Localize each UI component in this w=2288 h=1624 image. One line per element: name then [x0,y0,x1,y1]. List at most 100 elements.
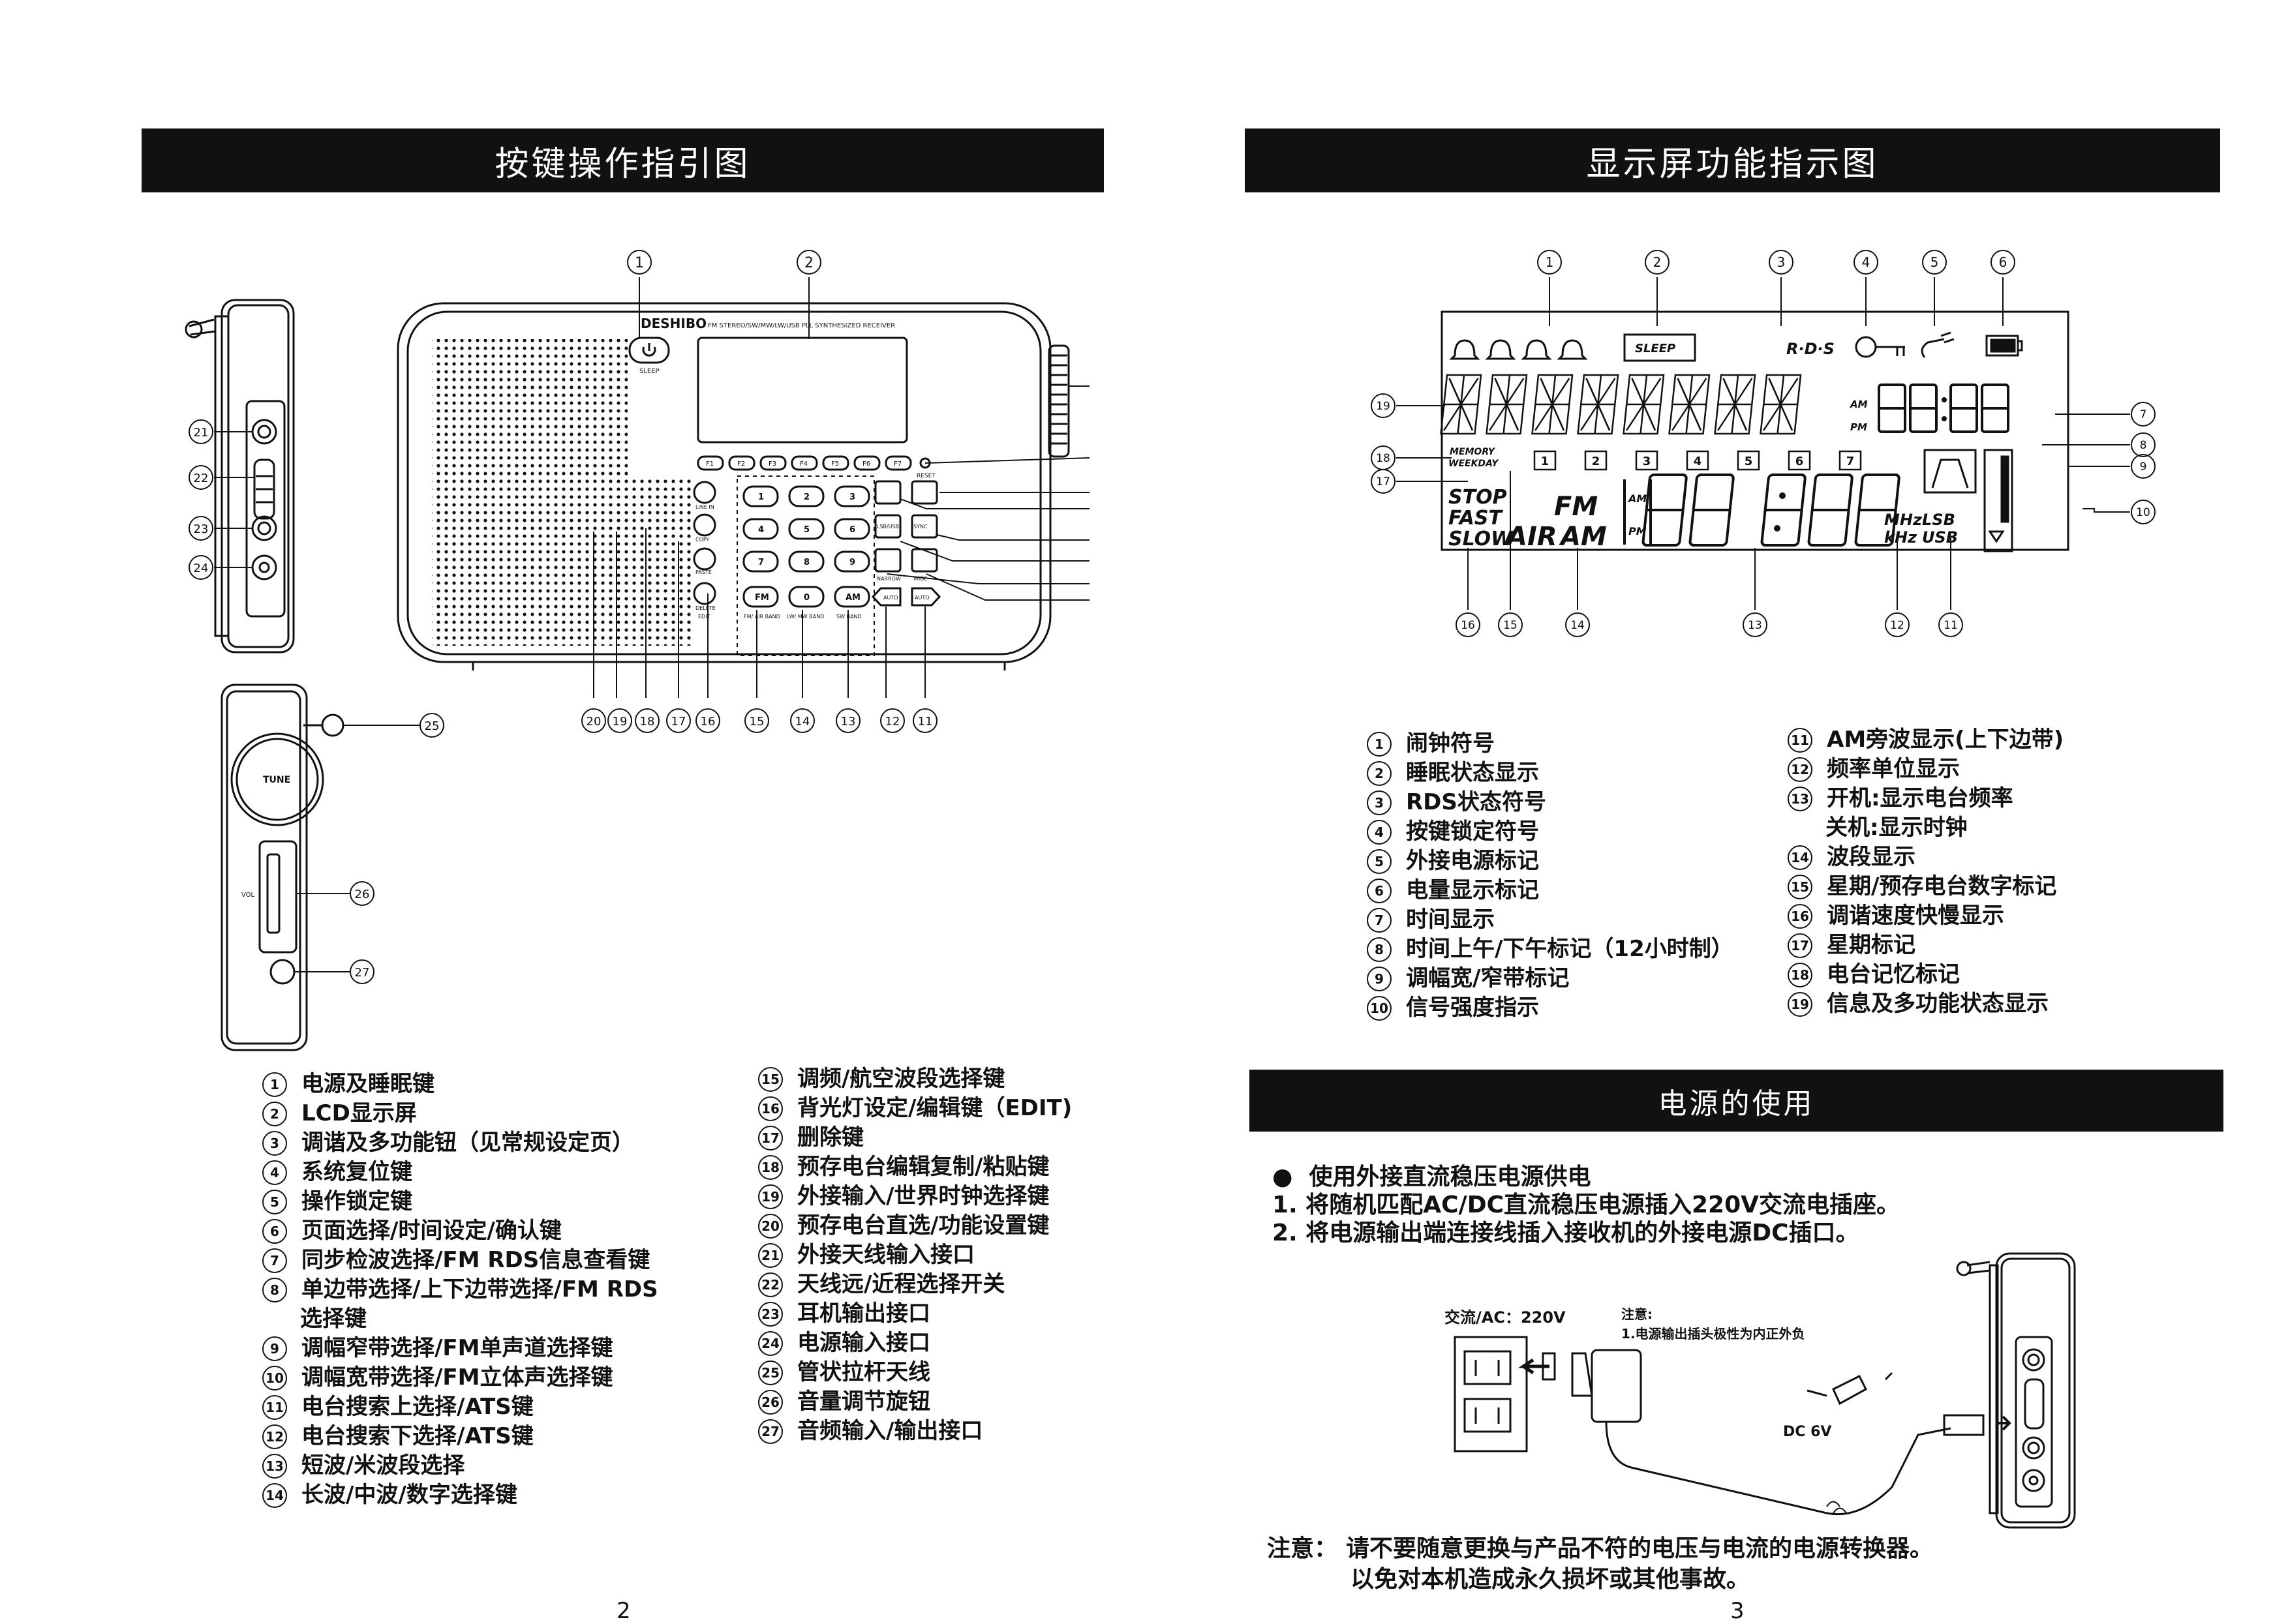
legend-text: 闹钟符号 [1406,730,1495,757]
callout-16-label: 16 [701,715,716,729]
callout-25: 25 [419,713,444,738]
legend-num: 2 [262,1102,287,1126]
week-digit-3: 3 [1643,455,1651,468]
legend-num: 11 [262,1395,287,1420]
dc-plug-arrow-icon [1996,1415,2011,1431]
lcd-callout-11: 11 [1938,612,1963,637]
callout-11-label: 11 [918,715,933,729]
legend-text: 波段显示 [1827,844,1915,870]
callout-lines [593,277,1090,698]
signal-strength-bars [1983,449,2013,552]
lcd-callout-16-label: 16 [1461,619,1475,632]
radio-model-line: FM STEREO/SW/MW/LW/USB PLL SYNTHESIZED R… [708,322,895,329]
legend-text: 电量显示标记 [1406,877,1539,903]
alarm-bell-icons [1449,339,1588,360]
caption-delete: DELETE [695,605,716,611]
number-key-labels: 1 2 3 4 5 6 7 8 9 0 [758,492,855,603]
lcd-callout-12-label: 12 [1890,619,1904,632]
legend-num: 10 [262,1366,287,1391]
legend-num: 14 [1788,845,1812,870]
lcd-sleep-text: SLEEP [1635,342,1675,355]
key-captions: LINE IN COPY PASTE DELETE EDIT FM/ AIR B… [695,504,930,620]
callout-20: 20 [581,708,606,733]
legend-text: 按键锁定符号 [1406,819,1539,845]
caption-lsb-usb: LSB/USB [877,524,899,530]
legend-num: 4 [262,1160,287,1185]
lcd-callout-4: 4 [1853,250,1878,275]
sleep-indicator-box [1623,333,1696,362]
left-title-banner: 按键操作指引图 [142,128,1104,192]
callout-27: 27 [350,959,374,984]
callout-15: 15 [744,708,769,733]
bandwidth-icon [1923,449,1977,494]
lcd-callout-15-label: 15 [1503,619,1518,632]
legend-text: 音量调节旋钮 [797,1389,930,1415]
lcd-callout-19: 19 [1371,393,1396,418]
lcd-callout-12: 12 [1885,612,1910,637]
week-digit-6: 6 [1795,455,1804,468]
lcd-callout-9-label: 9 [2140,460,2147,474]
legend-num: 23 [758,1302,783,1327]
legend-text: 关机:显示时钟 [1825,815,1968,841]
am-key-label: AM [846,593,861,603]
legend-item: 15 星期/预存电台数字标记 [1788,872,2064,901]
legend-num: 6 [262,1219,287,1244]
legend-num: 14 [262,1483,287,1508]
lcd-callout-4-label: 4 [1862,254,1870,270]
radio-front-view [397,302,1070,670]
week-digit-4: 4 [1694,455,1702,468]
legend-num: 3 [1367,790,1392,815]
battery-icon [1985,335,2023,357]
week-digit-1: 1 [1541,455,1549,468]
legend-num: 26 [758,1390,783,1415]
radio-side-view-2 [221,684,344,1051]
radio-diagram: DESHIBO FM STEREO/SW/MW/LW/USB PLL SYNTH… [185,250,1090,1051]
legend-num: 8 [262,1278,287,1302]
power-cable [1605,1421,1951,1516]
legend-num: 27 [758,1419,783,1444]
dc-voltage-label: DC 6V [1783,1424,1831,1440]
warning-label: 注意： [1267,1535,1338,1562]
fkey-labels: F1 F2 F3 F4 F5 F6 F7 [706,460,902,468]
caption-auto-up: AUTO [915,595,930,601]
legend-num: 3 [262,1131,287,1156]
lcd-weekday-text: WEEKDAY [1448,459,1499,469]
legend-text: 星期/预存电台数字标记 [1827,873,2057,899]
legend-num: 18 [758,1155,783,1180]
bullet-dot: ● [1272,1164,1309,1190]
radio-side-view [185,299,295,654]
legend-text: 选择键 [300,1306,367,1332]
legend-text: 调幅宽/窄带标记 [1406,965,1570,991]
lcd-lsb-text: LSB [1922,511,1955,529]
legend-num: 20 [758,1214,783,1239]
lcd-callout-3: 3 [1769,250,1793,275]
callout-23: 23 [189,516,213,541]
warning-line-1: 请不要随意更换与产品不符的电压与电流的电源转换器。 [1346,1535,1934,1562]
legend-text: 电源输入接口 [797,1330,930,1356]
legend-text: 调频/航空波段选择键 [797,1066,1005,1092]
legend-num: 15 [1788,875,1812,899]
legend-num: 15 [758,1067,783,1092]
legend-text: 调幅宽带选择/FM立体声选择键 [301,1364,613,1391]
legend-text: 外接输入/世界时钟选择键 [797,1183,1050,1209]
power-step-2: 2. 将电源输出端连接线插入接收机的外接电源DC插口。 [1272,1220,1859,1246]
lcd-khz-text: kHz [1884,528,1917,547]
legend-text: 背光灯设定/编辑键（EDIT) [797,1095,1073,1121]
power-adapter-diagram: 交流/AC：220V 注意: 1.电源输出插头极性为内正外负 DC 6V [1444,1252,2076,1529]
key-7: 7 [758,558,764,567]
lcd-callout-15: 15 [1498,612,1523,637]
callout-26: 26 [350,881,374,906]
